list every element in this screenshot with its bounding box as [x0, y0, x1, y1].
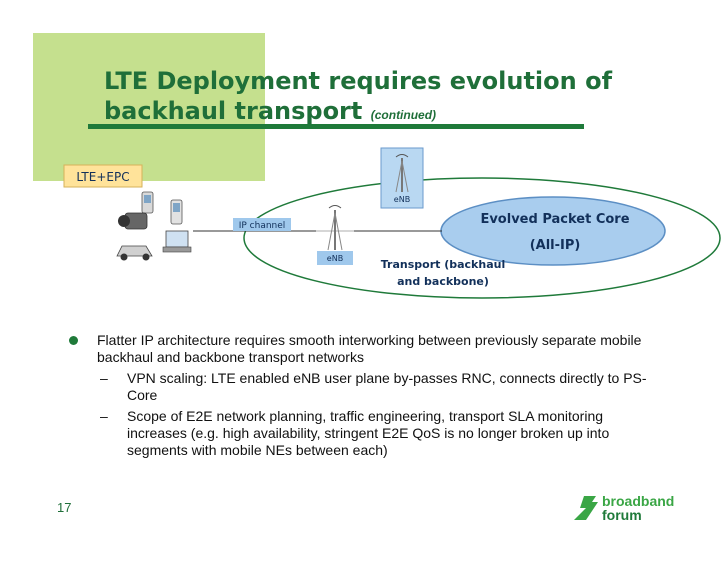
- bullet-item-1: Flatter IP architecture requires smooth …: [66, 332, 666, 366]
- car-icon: [116, 245, 153, 261]
- title-continued: (continued): [370, 108, 437, 122]
- bullet-1-text: Flatter IP architecture requires smooth …: [97, 332, 642, 365]
- sub-bullet-item-2: – Scope of E2E network planning, traffic…: [66, 408, 666, 459]
- bullet-list: Flatter IP architecture requires smooth …: [66, 332, 666, 459]
- broadband-forum-logo: broadband forum: [574, 493, 674, 522]
- enb-top-label: eNB: [394, 195, 410, 204]
- video-camera-icon: [118, 212, 148, 230]
- transport-label-line-2: and backbone): [397, 275, 489, 288]
- logo-arrow-icon: [574, 496, 598, 520]
- sub-bullet-item-1: – VPN scaling: LTE enabled eNB user plan…: [66, 370, 666, 404]
- device-phone-1-icon: [141, 191, 154, 214]
- title-line-1: LTE Deployment requires evolution of: [104, 67, 613, 95]
- title-underline-bar: [88, 124, 584, 129]
- core-label-line-2: (All-IP): [530, 238, 581, 253]
- evolved-packet-core-ellipse: [440, 196, 666, 266]
- laptop-icon: [162, 230, 192, 253]
- device-phone-2-icon: [170, 199, 183, 225]
- title-accent-block: [33, 33, 265, 181]
- sub-bullet-1-text: VPN scaling: LTE enabled eNB user plane …: [127, 370, 647, 403]
- transport-ellipse: [243, 177, 721, 299]
- core-label-line-1: Evolved Packet Core: [480, 212, 629, 227]
- enb-middle-label-box: [317, 251, 353, 265]
- title-line-2: backhaul transport: [104, 97, 363, 125]
- logo-text-line-2: forum: [602, 507, 642, 522]
- lte-epc-label: LTE+EPC: [76, 170, 129, 184]
- enb-tower-top-icon: [395, 154, 409, 193]
- sub-bullet-2-text: Scope of E2E network planning, traffic e…: [127, 408, 610, 458]
- enb-middle-label: eNB: [327, 254, 343, 263]
- transport-label-line-1: Transport (backhaul: [381, 258, 505, 271]
- ip-channel-label: IP channel: [239, 221, 286, 231]
- lte-epc-label-box: [63, 164, 143, 188]
- logo-text-line-1: broadband: [602, 493, 674, 509]
- enb-tower-middle-icon: [316, 200, 354, 251]
- slide-title: LTE Deployment requires evolution of bac…: [104, 66, 612, 130]
- sub-bullet-1-dash: –: [100, 370, 108, 386]
- sub-bullet-2-dash: –: [100, 408, 108, 424]
- ip-channel-label-box: [233, 218, 291, 231]
- page-number: 17: [57, 500, 72, 515]
